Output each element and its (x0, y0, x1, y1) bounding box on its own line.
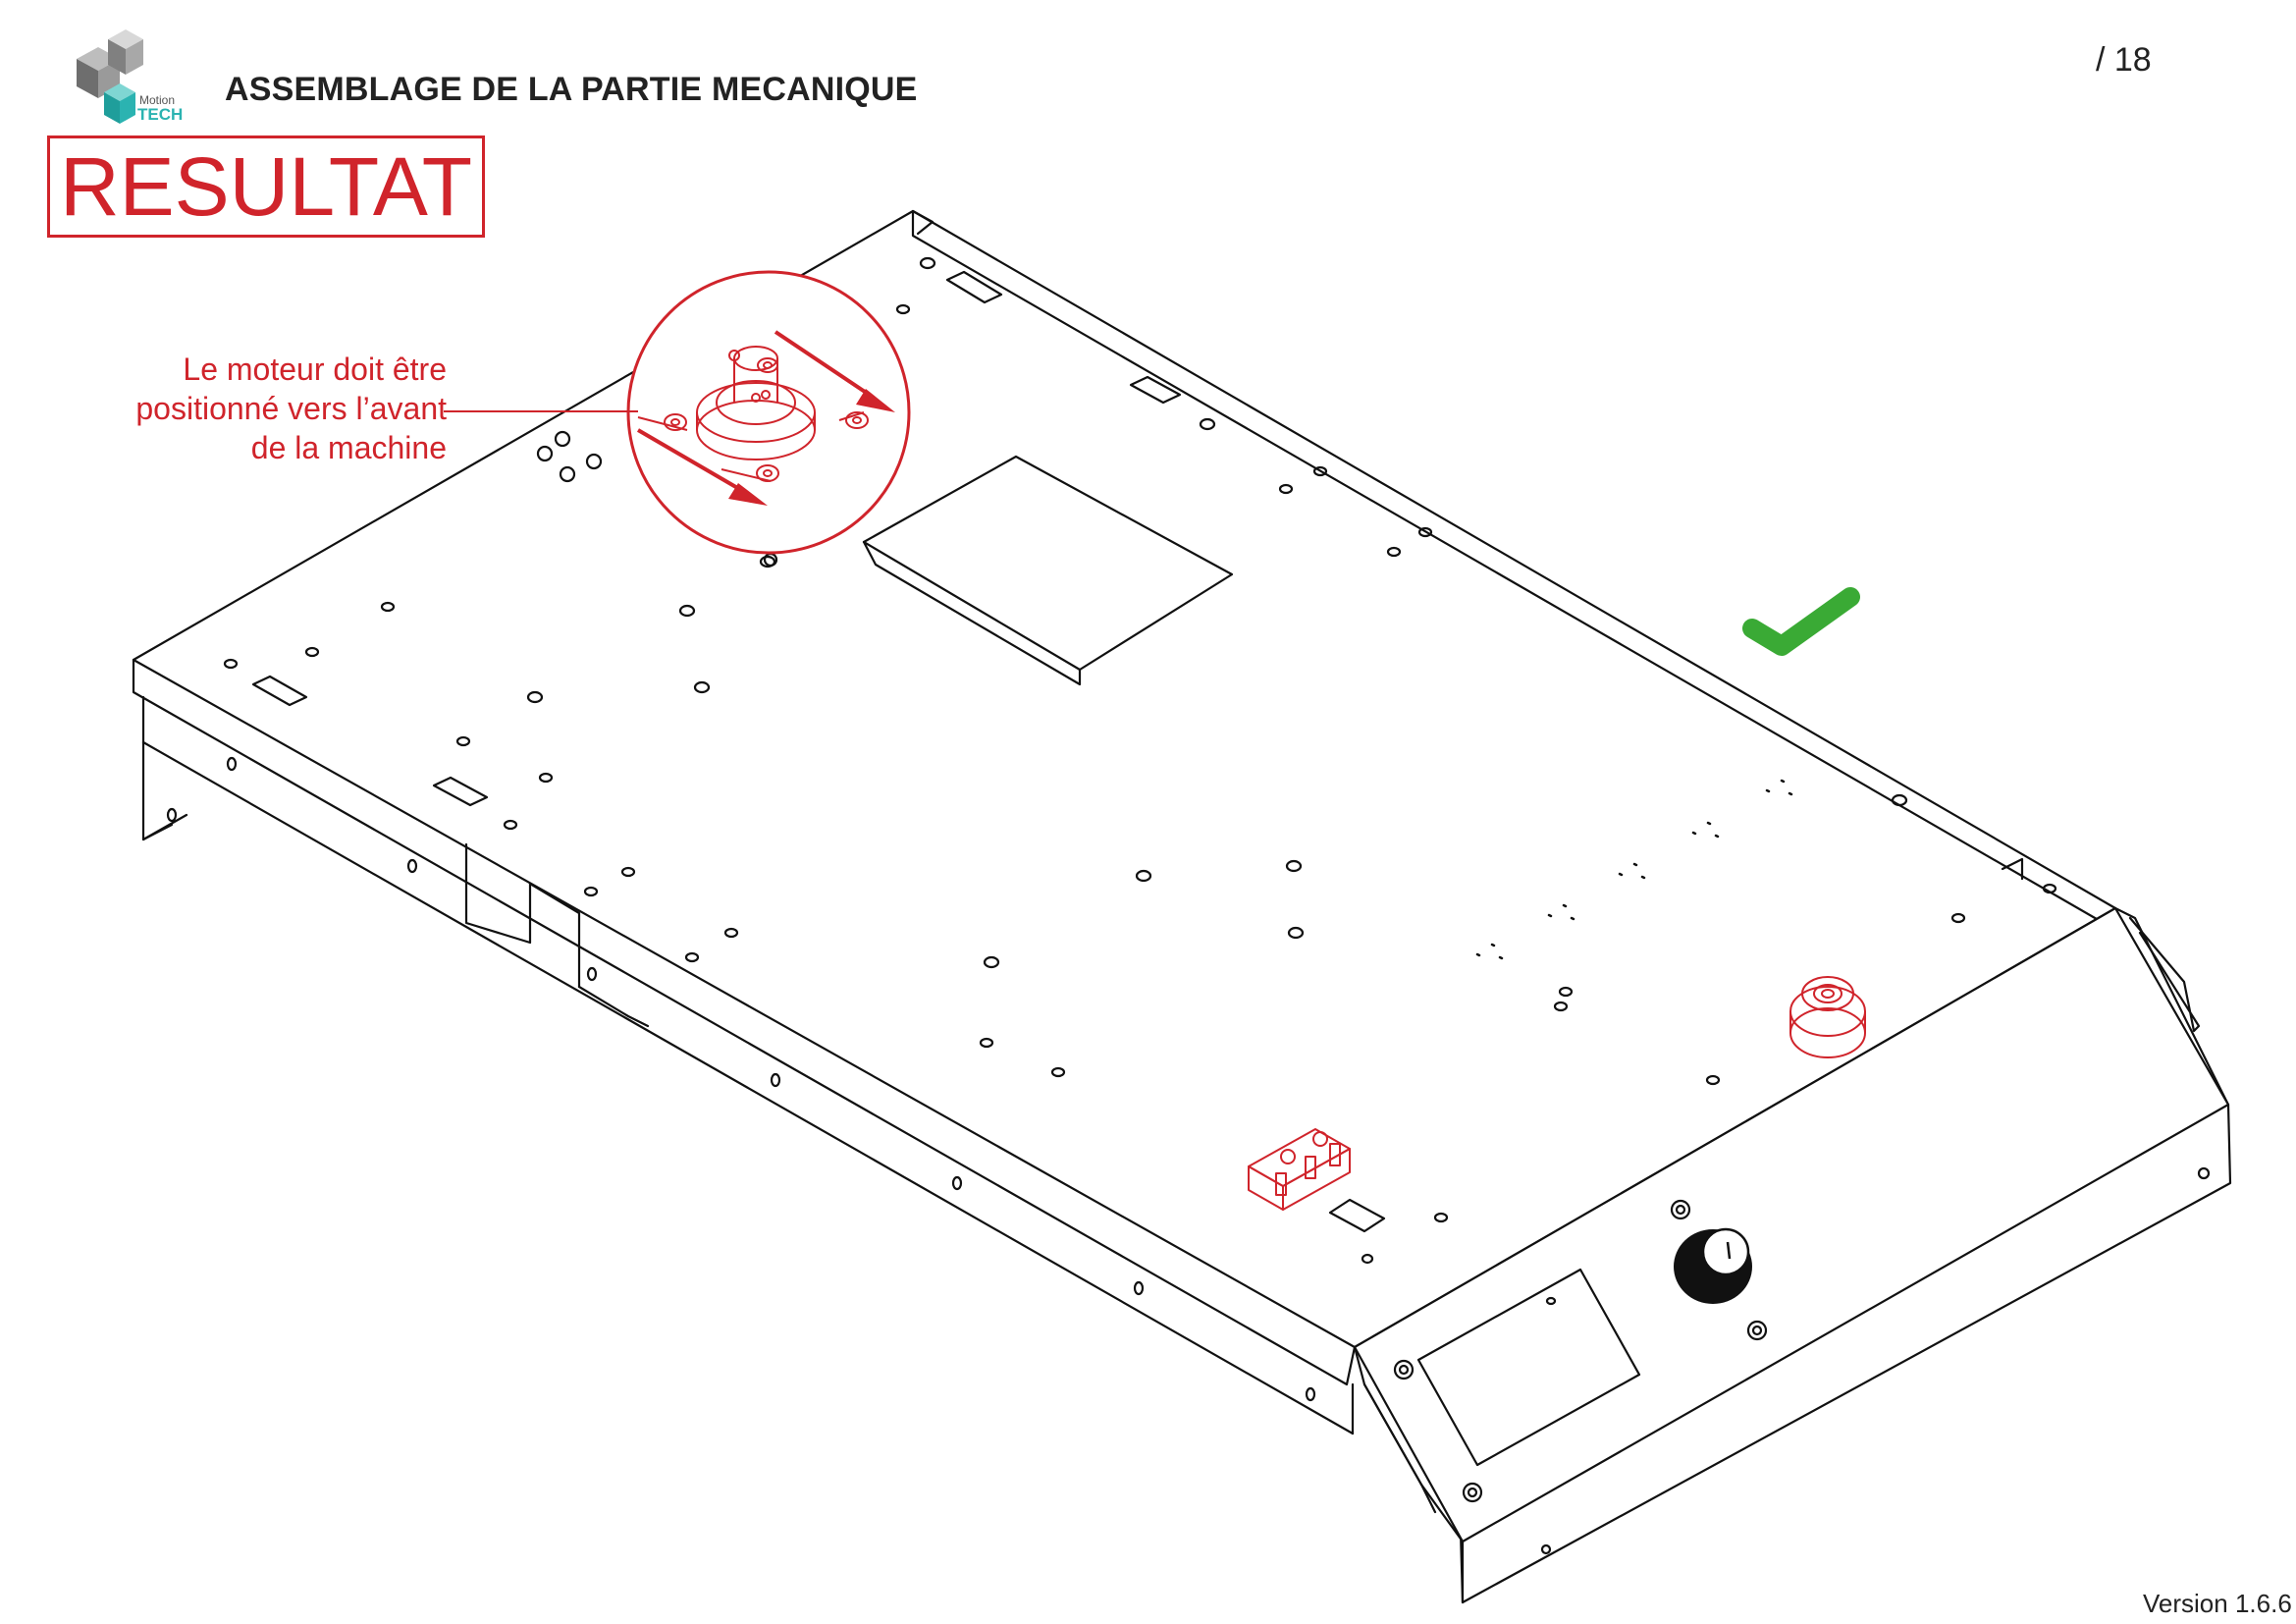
logo-text-motion: Motion (139, 93, 175, 107)
lcd-window (1416, 1268, 1641, 1467)
result-label: RESULTAT (59, 140, 473, 233)
plate-cutout (862, 455, 1234, 672)
plate-holes (223, 256, 2057, 1306)
company-logo-icon: Motion TECH (77, 29, 183, 124)
endstop-switch-icon (1248, 1128, 1351, 1211)
version-label: Version 1.6.6 (2143, 1589, 2292, 1618)
dot-clusters (1475, 779, 1793, 960)
result-box: RESULTAT (47, 135, 485, 238)
note-line-2: positionné vers l’avant (135, 391, 447, 426)
front-control-panel (1353, 906, 2230, 1543)
page-title: ASSEMBLAGE DE LA PARTIE MECANIQUE (225, 71, 918, 108)
motor-detail-callout (626, 270, 911, 555)
rotary-knob-icon (1674, 1227, 1752, 1304)
pulley-icon (1789, 976, 1866, 1058)
note-line-1: Le moteur doit être (183, 352, 447, 387)
direction-arrows (636, 330, 895, 506)
note-line-3: de la machine (250, 430, 447, 465)
rail-holes (166, 756, 1316, 1402)
motor-orientation-note: Le moteur doit être positionné vers l’av… (86, 350, 447, 467)
left-side-rail (132, 658, 1357, 1386)
logo-text-tech: TECH (137, 105, 183, 124)
plate-slots (251, 270, 1386, 1233)
page-number: / 18 (2096, 41, 2152, 79)
stepper-motor-icon (637, 346, 869, 482)
checkmark-icon (1742, 587, 1860, 656)
